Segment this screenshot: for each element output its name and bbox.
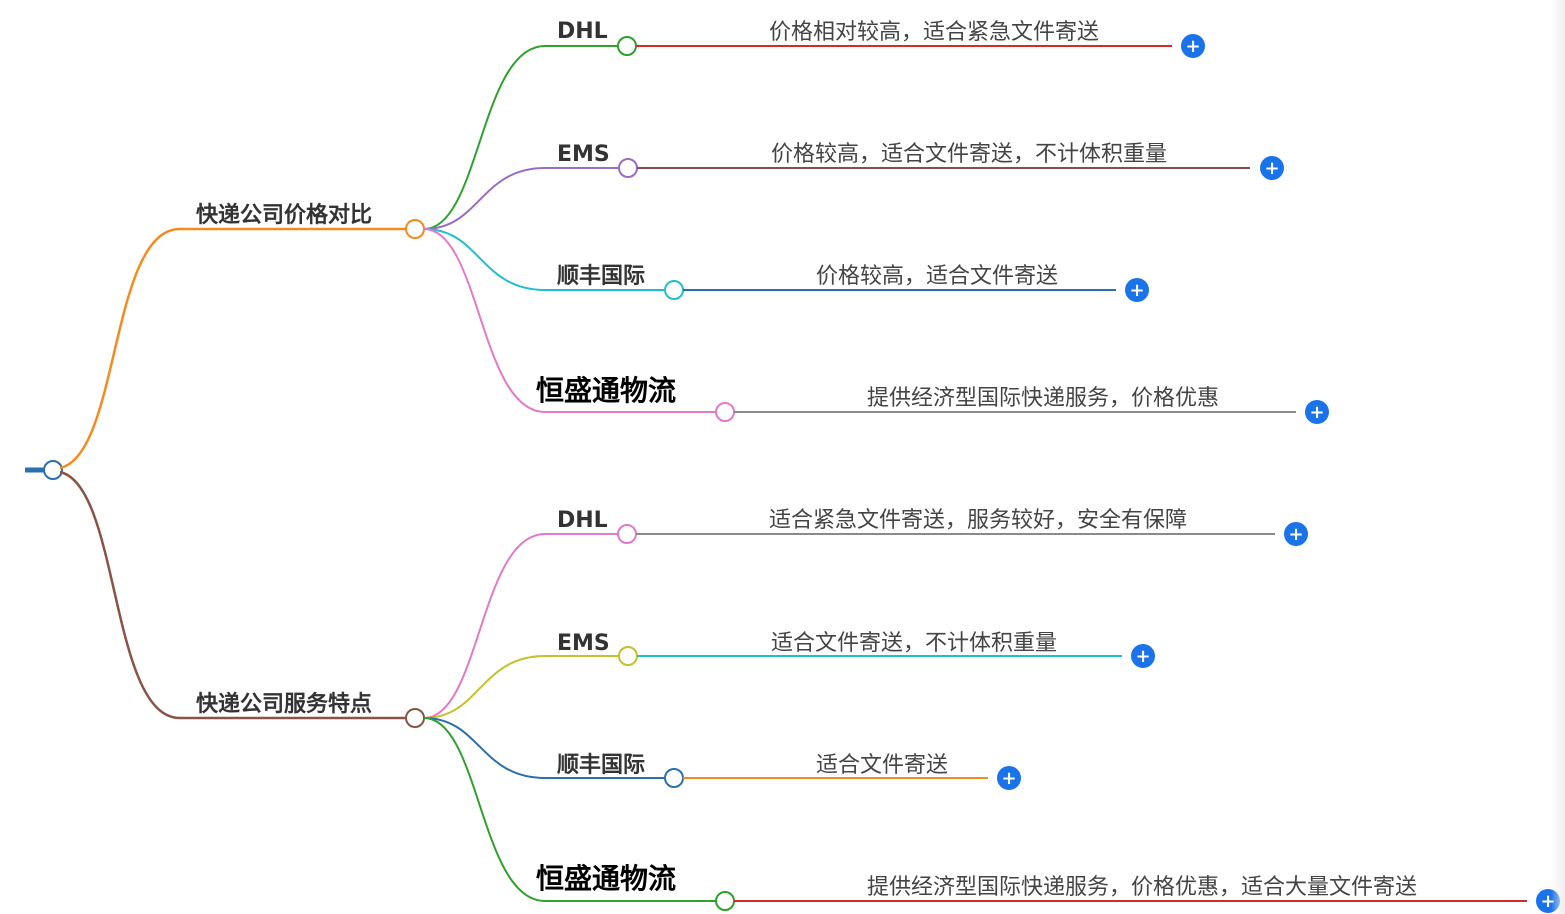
plus-icon: + xyxy=(1264,158,1279,179)
company-edge xyxy=(423,228,664,291)
company-label: 顺丰国际 xyxy=(557,753,645,778)
plus-icon: + xyxy=(1129,280,1144,301)
plus-icon: + xyxy=(1288,524,1303,545)
expand-button[interactable]: + xyxy=(1181,34,1205,58)
company-node[interactable] xyxy=(617,36,637,56)
company-label: EMS xyxy=(557,631,610,656)
branch-node[interactable] xyxy=(405,708,425,728)
company-edge xyxy=(423,717,716,902)
expand-button[interactable]: + xyxy=(1284,522,1308,546)
company-node[interactable] xyxy=(618,646,638,666)
plus-icon: + xyxy=(1309,402,1324,423)
company-node[interactable] xyxy=(715,402,735,422)
company-node[interactable] xyxy=(715,891,735,911)
leaf-text: 价格相对较高，适合紧急文件寄送 xyxy=(769,20,1099,45)
plus-circle-icon[interactable] xyxy=(1131,644,1155,668)
expand-button[interactable]: + xyxy=(1131,644,1155,668)
plus-icon: + xyxy=(1135,646,1150,667)
company-edge xyxy=(423,533,618,719)
company-edge xyxy=(423,45,618,230)
company-label: 恒盛通物流 xyxy=(536,374,676,407)
company-label: DHL xyxy=(557,19,608,44)
plus-circle-icon[interactable] xyxy=(1305,400,1329,424)
expand-button[interactable]: + xyxy=(1305,400,1329,424)
branch-label: 快递公司服务特点 xyxy=(196,691,372,717)
leaf-text: 价格较高，适合文件寄送，不计体积重量 xyxy=(771,142,1167,167)
company-edge xyxy=(423,717,664,779)
plus-icon: + xyxy=(1001,768,1016,789)
company-label: 顺丰国际 xyxy=(557,264,645,289)
company-node[interactable] xyxy=(664,768,684,788)
expand-button[interactable]: + xyxy=(1260,156,1284,180)
company-node[interactable] xyxy=(617,524,637,544)
branch-service-features: 快递公司服务特点 DHL 适合紧急文件寄送，服务较好，安全有保障 + EMS 适… xyxy=(59,470,1560,913)
expand-button[interactable]: + xyxy=(1125,278,1149,302)
leaf-text: 适合紧急文件寄送，服务较好，安全有保障 xyxy=(769,508,1187,533)
branch-edge xyxy=(59,227,406,470)
branch-node[interactable] xyxy=(405,219,425,239)
company-label: DHL xyxy=(557,508,608,533)
leaf-text: 提供经济型国际快递服务，价格优惠，适合大量文件寄送 xyxy=(867,875,1417,900)
company-label: EMS xyxy=(557,142,610,167)
leaf-text: 适合文件寄送，不计体积重量 xyxy=(771,631,1057,656)
plus-circle-icon[interactable] xyxy=(1260,156,1284,180)
branch-price-comparison: 快递公司价格对比 DHL 价格相对较高，适合紧急文件寄送 + EMS 价格较高，… xyxy=(59,19,1329,470)
leaf-text: 价格较高，适合文件寄送 xyxy=(816,264,1058,289)
scroll-edge-shadow xyxy=(1551,0,1565,914)
company-edge xyxy=(423,655,619,719)
plus-circle-icon[interactable] xyxy=(1181,34,1205,58)
root-node[interactable] xyxy=(43,460,63,480)
branch-edge xyxy=(59,470,406,720)
branch-label: 快递公司价格对比 xyxy=(196,202,372,228)
plus-circle-icon[interactable] xyxy=(997,766,1021,790)
expand-button[interactable]: + xyxy=(997,766,1021,790)
company-label: 恒盛通物流 xyxy=(536,862,676,895)
leaf-text: 适合文件寄送 xyxy=(816,753,948,778)
company-edge xyxy=(423,167,619,230)
plus-icon: + xyxy=(1185,36,1200,57)
company-edge xyxy=(423,228,716,413)
company-node[interactable] xyxy=(664,280,684,300)
plus-circle-icon[interactable] xyxy=(1284,522,1308,546)
company-node[interactable] xyxy=(618,158,638,178)
plus-circle-icon[interactable] xyxy=(1125,278,1149,302)
leaf-text: 提供经济型国际快递服务，价格优惠 xyxy=(867,386,1219,411)
